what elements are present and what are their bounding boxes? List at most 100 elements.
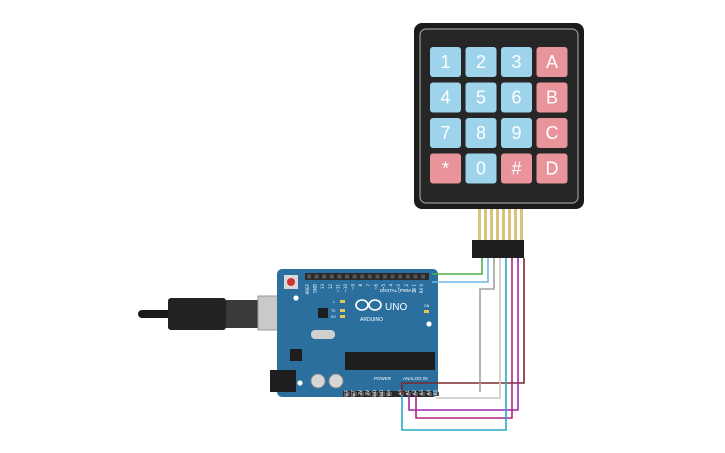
key-cap (465, 47, 497, 77)
key-label: 0 (476, 159, 486, 179)
ribbon-trace (508, 209, 511, 241)
pin-socket[interactable] (346, 392, 350, 396)
key-hash[interactable]: # (501, 153, 532, 184)
pin-socket[interactable] (345, 274, 349, 279)
ribbon-trace (496, 209, 499, 241)
pin-label: 2 (404, 284, 409, 287)
key-label: 9 (511, 123, 521, 143)
pin-label: 12 (328, 284, 333, 290)
crystal (311, 330, 335, 339)
pin-socket[interactable] (353, 392, 357, 396)
power-label: POWER (374, 376, 392, 381)
pin-socket[interactable] (360, 392, 364, 396)
pin-socket[interactable] (367, 274, 372, 279)
pin-socket[interactable] (314, 274, 319, 279)
key-label: 6 (511, 88, 521, 108)
key-star[interactable]: * (430, 153, 461, 184)
pin-socket[interactable] (398, 274, 403, 279)
key-9[interactable]: 9 (501, 118, 532, 148)
key-cap (465, 153, 497, 184)
pin-label: A4 (426, 390, 431, 396)
key-a[interactable]: A (536, 47, 568, 77)
pin-label: A5 (433, 390, 438, 396)
wire-row1[interactable] (401, 258, 525, 395)
key-5[interactable]: 5 (465, 82, 497, 113)
wire-row4[interactable] (401, 258, 507, 431)
pin-socket[interactable] (352, 274, 357, 279)
key-3[interactable]: 3 (501, 47, 532, 77)
pin-label: 13 (320, 284, 325, 290)
pin-socket[interactable] (421, 392, 425, 396)
key-label: 2 (476, 52, 486, 72)
key-7[interactable]: 7 (430, 118, 461, 148)
pin-label: ~10 (343, 284, 348, 293)
ribbon-trace (490, 209, 493, 241)
pin-label: 7 (366, 284, 371, 287)
pin-socket[interactable] (307, 274, 311, 279)
capacitor-2 (328, 373, 344, 389)
led-rx-label: RX (331, 315, 337, 319)
key-cap (430, 47, 461, 77)
pin-socket[interactable] (428, 392, 432, 396)
key-d[interactable]: D (536, 153, 568, 184)
pin-socket[interactable] (421, 274, 425, 279)
pin-socket[interactable] (414, 392, 418, 396)
wire-row2[interactable] (408, 258, 519, 411)
pin-label: GND (372, 390, 377, 399)
wire-col2[interactable] (479, 258, 495, 392)
pin-socket[interactable] (435, 392, 439, 396)
pin-socket[interactable] (390, 274, 395, 279)
pin-socket[interactable] (329, 274, 334, 279)
key-label: 8 (476, 123, 486, 143)
key-label: D (546, 159, 559, 179)
pin-label: IOREF (344, 389, 349, 402)
pin-socket[interactable] (407, 392, 411, 396)
pin-socket[interactable] (405, 274, 410, 279)
key-2[interactable]: 2 (465, 47, 497, 77)
pin-label: RX 0 (419, 284, 424, 294)
key-6[interactable]: 6 (501, 82, 532, 113)
key-1[interactable]: 1 (430, 47, 461, 77)
pin-socket[interactable] (322, 274, 327, 279)
keypad-ribbon-cable (478, 209, 523, 241)
key-b[interactable]: B (536, 82, 568, 113)
voltage-regulator (290, 349, 302, 361)
key-label: 3 (511, 52, 521, 72)
key-label: 5 (476, 88, 486, 108)
pin-socket[interactable] (375, 274, 380, 279)
wire-col4[interactable] (432, 258, 483, 275)
key-4[interactable]: 4 (430, 82, 461, 113)
pin-socket[interactable] (381, 392, 385, 396)
pin-socket[interactable] (360, 274, 365, 279)
pin-socket[interactable] (374, 392, 378, 396)
pin-socket[interactable] (413, 274, 418, 279)
keypad-connector[interactable] (472, 240, 524, 258)
usb-cable[interactable] (138, 295, 297, 331)
wire-row3[interactable] (415, 258, 513, 419)
usb-plug-neck (226, 300, 260, 328)
pin-label: ~3 (396, 284, 401, 290)
key-8[interactable]: 8 (465, 118, 497, 148)
led-l (340, 300, 345, 303)
wire-col1[interactable] (436, 258, 501, 399)
capacitor-1 (310, 373, 326, 389)
pin-socket[interactable] (383, 274, 387, 279)
pin-label: 5V (365, 390, 370, 396)
pin-socket[interactable] (337, 274, 342, 279)
key-0[interactable]: 0 (465, 153, 497, 184)
key-c[interactable]: C (536, 118, 568, 148)
pin-label: A0 (398, 390, 403, 396)
pin-label: 3.3V (358, 390, 363, 399)
pin-socket[interactable] (367, 392, 371, 396)
pin-socket[interactable] (388, 392, 392, 396)
led-l-label: L (333, 300, 335, 304)
key-cap (536, 82, 568, 113)
power-jack (270, 370, 296, 392)
wire-col3[interactable] (432, 258, 489, 283)
key-label: 7 (440, 123, 450, 143)
